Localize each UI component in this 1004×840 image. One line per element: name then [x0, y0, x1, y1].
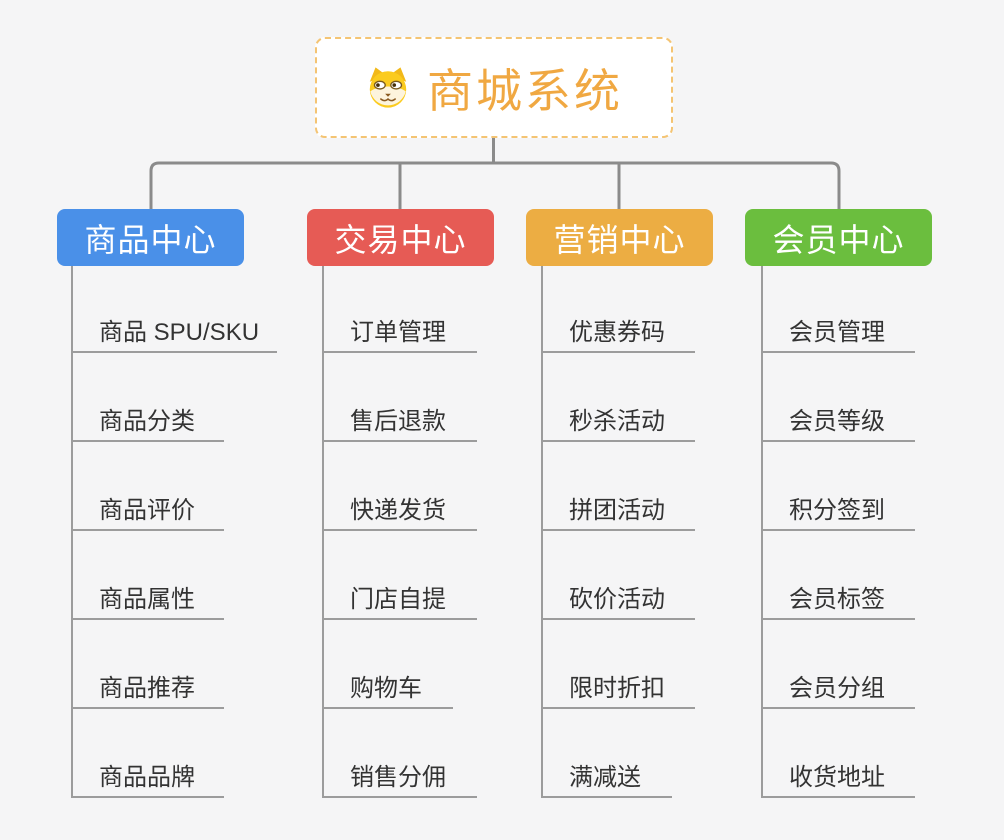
sub-topic[interactable]: 限时折扣	[541, 669, 695, 709]
branch-line-marketing	[541, 266, 543, 798]
sub-topic[interactable]: 快递发货	[322, 491, 477, 531]
branch-line-product	[71, 266, 73, 798]
sub-topic[interactable]: 会员标签	[761, 580, 915, 620]
root-topic[interactable]: 商城系统	[315, 37, 673, 138]
sub-topic[interactable]: 门店自提	[322, 580, 477, 620]
sub-topic[interactable]: 商品分类	[71, 402, 224, 442]
sub-topic[interactable]: 商品品牌	[71, 758, 224, 798]
branch-product-center[interactable]: 商品中心	[57, 209, 244, 266]
sub-topic[interactable]: 砍价活动	[541, 580, 695, 620]
sub-topic[interactable]: 收货地址	[761, 758, 915, 798]
sub-topic[interactable]: 秒杀活动	[541, 402, 695, 442]
sub-topic[interactable]: 商品属性	[71, 580, 224, 620]
root-topic-title: 商城系统	[427, 64, 623, 117]
sub-topic[interactable]: 商品 SPU/SKU	[71, 313, 277, 353]
sub-topic[interactable]: 拼团活动	[541, 491, 695, 531]
sub-topic[interactable]: 购物车	[322, 669, 453, 709]
connector-horizontal-rail	[149, 161, 841, 209]
sub-topic[interactable]: 销售分佣	[322, 758, 477, 798]
branch-member-center[interactable]: 会员中心	[745, 209, 932, 266]
sub-topic[interactable]: 售后退款	[322, 402, 477, 442]
branch-trade-center[interactable]: 交易中心	[307, 209, 494, 266]
sub-topic[interactable]: 商品推荐	[71, 669, 224, 709]
sub-topic[interactable]: 优惠券码	[541, 313, 695, 353]
sub-topic[interactable]: 会员分组	[761, 669, 915, 709]
branch-marketing-center[interactable]: 营销中心	[526, 209, 713, 266]
sub-topic[interactable]: 会员管理	[761, 313, 915, 353]
sub-topic[interactable]: 商品评价	[71, 491, 224, 531]
sub-topic[interactable]: 满减送	[541, 758, 672, 798]
sub-topic[interactable]: 积分签到	[761, 491, 915, 531]
branch-line-member	[761, 266, 763, 798]
branch-line-trade	[322, 266, 324, 798]
sub-topic[interactable]: 订单管理	[322, 313, 477, 353]
sub-topic[interactable]: 会员等级	[761, 402, 915, 442]
shiba-dog-face-icon	[369, 67, 407, 108]
